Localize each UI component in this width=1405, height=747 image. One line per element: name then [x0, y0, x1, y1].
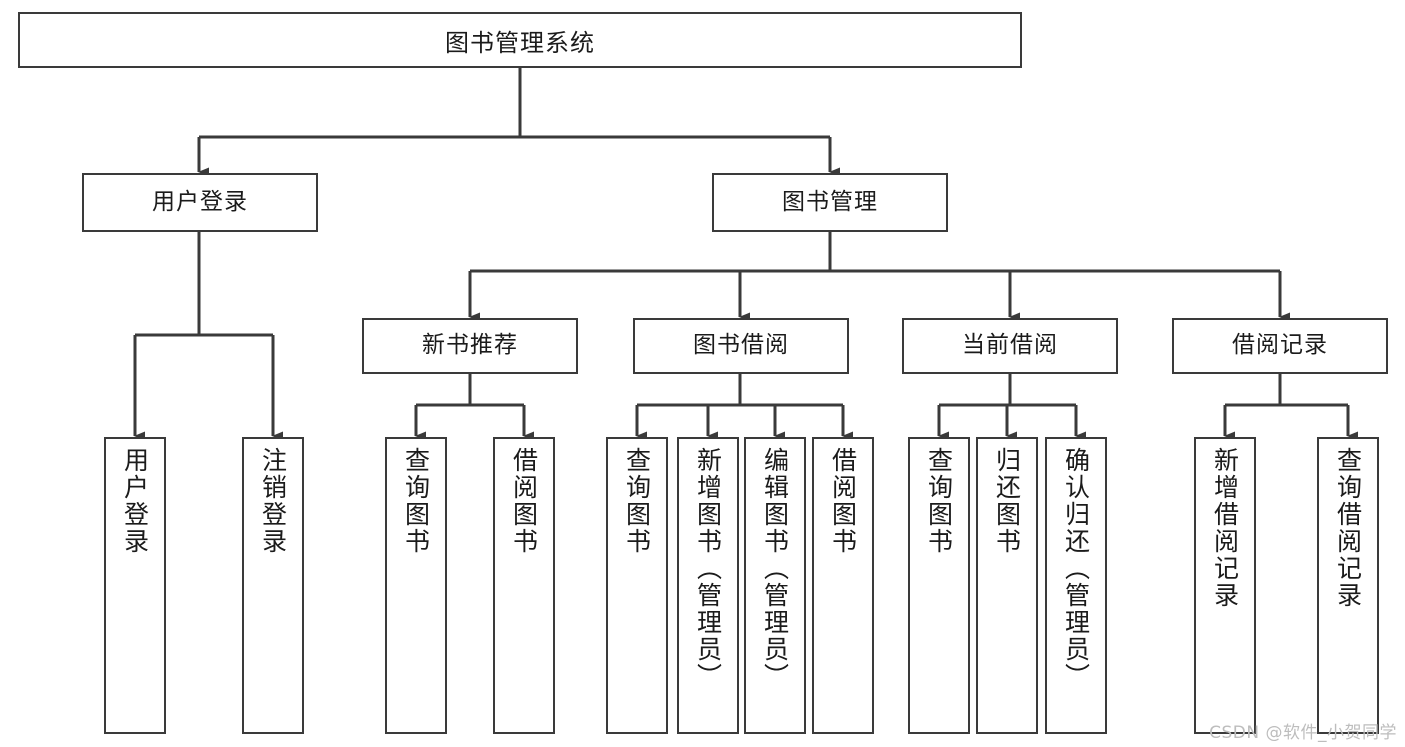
node-label: 借阅图书 — [828, 447, 858, 555]
node-borrow-record[interactable]: 借阅记录 — [1172, 318, 1388, 374]
leaf-add-book-admin[interactable]: 新增图书（管理员） — [677, 437, 739, 734]
node-label: 查询图书 — [622, 447, 652, 555]
leaf-query-book-current[interactable]: 查询图书 — [908, 437, 970, 734]
node-label: 注销登录 — [258, 447, 288, 555]
node-label: 编辑图书（管理员） — [760, 447, 790, 690]
leaf-edit-book-admin[interactable]: 编辑图书（管理员） — [744, 437, 806, 734]
leaf-user-login[interactable]: 用户登录 — [104, 437, 166, 734]
leaf-add-borrow-record[interactable]: 新增借阅记录 — [1194, 437, 1256, 734]
leaf-query-borrow-record[interactable]: 查询借阅记录 — [1317, 437, 1379, 734]
leaf-query-book-borrow[interactable]: 查询图书 — [606, 437, 668, 734]
node-label: 图书借阅 — [693, 332, 789, 359]
leaf-borrow-book[interactable]: 借阅图书 — [812, 437, 874, 734]
node-label: 确认归还（管理员） — [1061, 447, 1091, 690]
node-label: 用户登录 — [152, 188, 248, 215]
node-label: 新增图书（管理员） — [693, 447, 723, 690]
leaf-user-logout[interactable]: 注销登录 — [242, 437, 304, 734]
node-book-management[interactable]: 图书管理 — [712, 173, 948, 232]
leaf-return-book[interactable]: 归还图书 — [976, 437, 1038, 734]
node-book-borrow[interactable]: 图书借阅 — [633, 318, 849, 374]
leaf-borrow-book-new[interactable]: 借阅图书 — [493, 437, 555, 734]
node-label: 图书管理 — [782, 188, 878, 215]
node-current-borrow[interactable]: 当前借阅 — [902, 318, 1118, 374]
leaf-query-book-new[interactable]: 查询图书 — [385, 437, 447, 734]
node-label: 查询图书 — [924, 447, 954, 555]
node-label: 当前借阅 — [962, 332, 1058, 359]
node-label: 图书管理系统 — [445, 28, 595, 57]
node-label: 查询借阅记录 — [1333, 447, 1363, 609]
node-root-system[interactable]: 图书管理系统 — [18, 12, 1022, 68]
node-label: 新增借阅记录 — [1210, 447, 1240, 609]
leaf-confirm-return-admin[interactable]: 确认归还（管理员） — [1045, 437, 1107, 734]
node-label: 借阅记录 — [1232, 332, 1328, 359]
node-label: 借阅图书 — [509, 447, 539, 555]
node-user-login[interactable]: 用户登录 — [82, 173, 318, 232]
node-label: 用户登录 — [120, 447, 150, 555]
node-label: 查询图书 — [401, 447, 431, 555]
node-label: 新书推荐 — [422, 332, 518, 359]
node-label: 归还图书 — [992, 447, 1022, 555]
node-new-book-recommend[interactable]: 新书推荐 — [362, 318, 578, 374]
